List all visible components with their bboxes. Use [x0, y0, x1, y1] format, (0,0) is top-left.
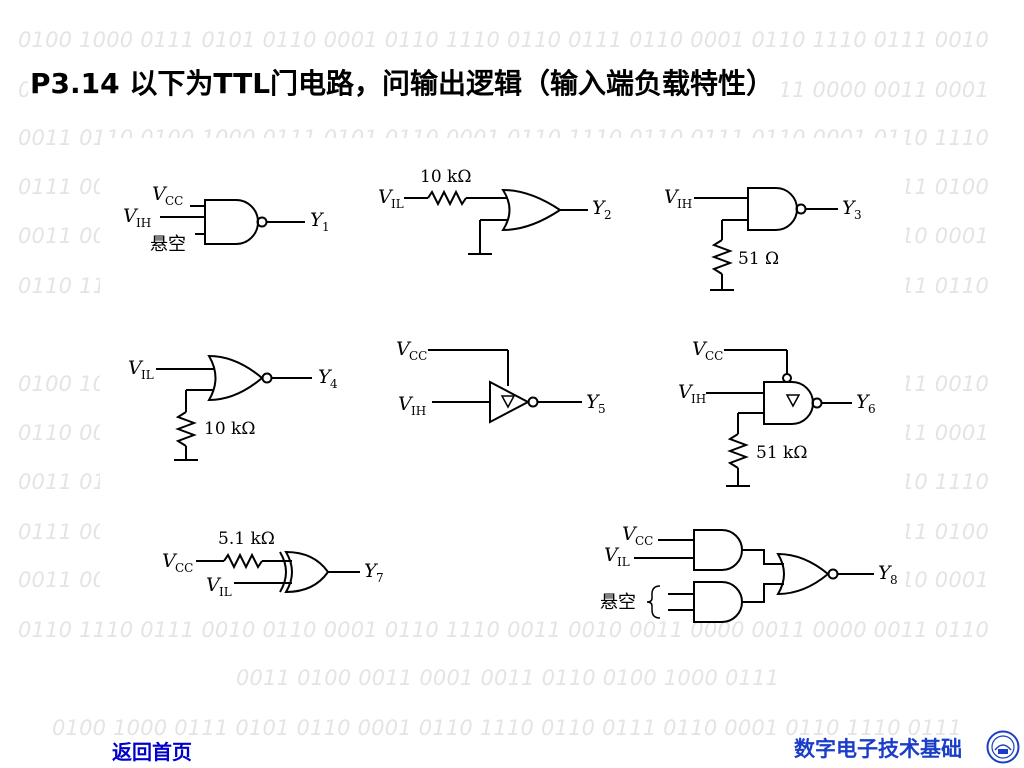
label-vcc: V [622, 523, 638, 545]
circuit-2-or: 10 kΩ V IL Y 2 [378, 167, 612, 255]
label-resistor: 51 Ω [738, 249, 779, 269]
label-y: Y [318, 366, 333, 388]
label-y: Y [856, 391, 871, 413]
label-vih: V [664, 186, 680, 208]
label-y: Y [842, 197, 857, 219]
label-vcc-sub: CC [705, 349, 723, 363]
label-vih-sub: IH [691, 392, 706, 406]
label-vcc: V [692, 338, 708, 360]
label-vih: V [123, 205, 139, 227]
label-vcc-sub: CC [165, 194, 183, 208]
label-y-sub: 8 [890, 573, 898, 587]
label-y-sub: 3 [854, 208, 862, 222]
label-y-sub: 6 [868, 402, 876, 416]
label-vcc: V [152, 183, 168, 205]
circuit-1-nand: V CC V IH 悬空 Y 1 [123, 183, 330, 255]
label-vih-sub: IH [677, 197, 692, 211]
page-title: P3.14 以下为TTL门电路，问输出逻辑（输入端负载特性） [28, 60, 783, 106]
label-vil: V [604, 544, 620, 566]
resistor-10k [427, 189, 467, 207]
label-vcc-sub: CC [175, 561, 193, 575]
label-vih-sub: IH [411, 404, 426, 418]
label-vcc: V [396, 338, 412, 360]
university-seal-icon [986, 730, 1020, 764]
label-vih: V [678, 381, 694, 403]
resistor-10k [175, 411, 197, 447]
label-vcc: V [162, 550, 178, 572]
label-resistor: 51 kΩ [756, 443, 807, 463]
label-vcc-sub: CC [635, 534, 653, 548]
label-vil-sub: IL [141, 368, 154, 382]
circuit-8-and-nor: V CC V IL 悬空 Y 8 [600, 523, 898, 623]
label-y-sub: 7 [376, 571, 384, 585]
course-title: 数字电子技术基础 [794, 737, 962, 761]
label-resistor: 5.1 kΩ [218, 529, 275, 549]
resistor-5-1k [223, 552, 263, 570]
label-vil: V [128, 357, 144, 379]
circuit-7-xor: 5.1 kΩ V CC V IL Y 7 [162, 529, 384, 599]
label-y: Y [592, 197, 607, 219]
label-resistor: 10 kΩ [204, 419, 255, 439]
resistor-51 [711, 239, 733, 275]
label-vil: V [378, 186, 394, 208]
label-resistor: 10 kΩ [420, 167, 471, 187]
label-y-sub: 2 [604, 208, 612, 222]
diagram-panel [100, 138, 906, 618]
circuit-5-tristate: V CC V IH Y 5 [396, 338, 606, 424]
label-vil-sub: IL [617, 555, 630, 569]
label-y: Y [310, 209, 325, 231]
label-vil-sub: IL [219, 585, 232, 599]
label-floating: 悬空 [600, 592, 636, 613]
label-y-sub: 1 [322, 220, 330, 234]
label-y: Y [878, 562, 893, 584]
label-y-sub: 5 [598, 402, 606, 416]
circuit-3-nand: V IH 51 Ω Y 3 [664, 186, 862, 291]
circuit-6-tristate-nand: V CC V IH 51 kΩ Y 6 [678, 338, 876, 487]
back-home-link[interactable]: 返回首页 [112, 740, 192, 764]
resistor-51k [727, 433, 749, 469]
label-vcc-sub: CC [409, 349, 427, 363]
label-y-sub: 4 [330, 377, 338, 391]
circuit-4-nor: V IL 10 kΩ Y 4 [128, 354, 338, 461]
label-floating: 悬空 [150, 234, 186, 255]
label-vil: V [206, 574, 222, 596]
label-vih: V [398, 393, 414, 415]
label-vih-sub: IH [136, 216, 151, 230]
label-vil-sub: IL [391, 197, 404, 211]
label-y: Y [364, 560, 379, 582]
label-y: Y [586, 391, 601, 413]
